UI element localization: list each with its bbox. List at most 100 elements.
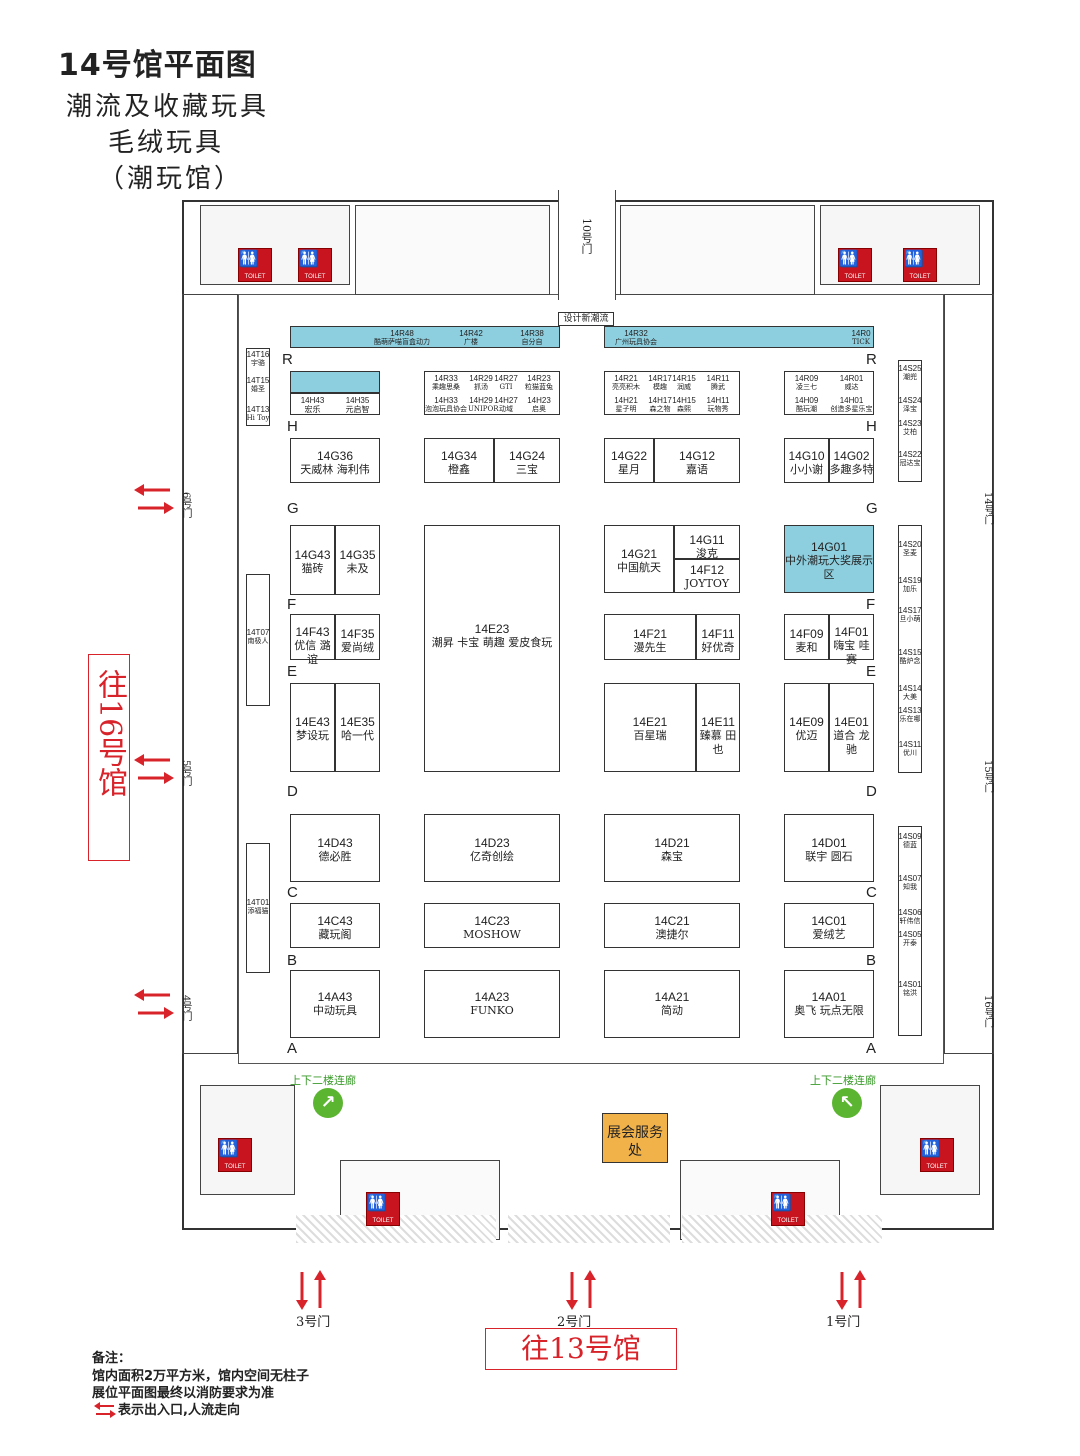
booth-14E11[interactable] <box>696 683 740 772</box>
booth-14F21[interactable] <box>604 614 696 660</box>
booth-14E21[interactable] <box>604 683 696 772</box>
booth-block-rh-right[interactable] <box>784 371 874 415</box>
booth-14G01[interactable] <box>784 525 874 593</box>
booth-14C21[interactable] <box>604 903 740 948</box>
booth-14G02[interactable] <box>829 438 874 483</box>
booth-14E09[interactable] <box>784 683 829 772</box>
booth-block-rh-center-right[interactable] <box>604 371 740 415</box>
booth-strip-rh-left[interactable] <box>290 371 380 393</box>
booth-14A23[interactable] <box>424 970 560 1038</box>
booth-strip-s-upper[interactable] <box>898 360 922 482</box>
booth-14T01[interactable] <box>246 843 270 973</box>
booth-14G12[interactable] <box>654 438 740 483</box>
booth-14G21[interactable] <box>604 525 674 593</box>
booth-strip-s-lower[interactable] <box>898 826 922 1036</box>
booth-14E01[interactable] <box>829 683 874 772</box>
booth-14G35[interactable] <box>335 525 380 595</box>
booth-14H43-14H35[interactable] <box>290 393 380 415</box>
booth-14T07[interactable] <box>246 574 270 706</box>
booth-14G11[interactable] <box>674 525 740 559</box>
booth-14F09[interactable] <box>784 614 829 660</box>
escalator-icon[interactable]: ↖ <box>832 1088 862 1118</box>
booth-strip-t-upper[interactable] <box>246 348 270 426</box>
service-desk[interactable]: 展会服务处 <box>602 1113 668 1163</box>
booth-14C43[interactable] <box>290 903 380 948</box>
booth-14G10[interactable] <box>784 438 829 483</box>
booth-14D23[interactable] <box>424 814 560 882</box>
booth-14A43[interactable] <box>290 970 380 1038</box>
booth-strip-r-right[interactable] <box>604 326 874 348</box>
booth-14G43[interactable] <box>290 525 335 595</box>
booth-14F43[interactable] <box>290 614 335 660</box>
booth-strip-r-left[interactable] <box>290 326 560 348</box>
booth-14D01[interactable] <box>784 814 874 882</box>
booth-14C01[interactable] <box>784 903 874 948</box>
booth-14D43[interactable] <box>290 814 380 882</box>
escalator-icon[interactable]: ↗ <box>313 1088 343 1118</box>
booth-block-rh-center-left[interactable] <box>424 371 560 415</box>
booth-14E43[interactable] <box>290 683 335 772</box>
booth-14F35[interactable] <box>335 614 380 660</box>
booth-14A21[interactable] <box>604 970 740 1038</box>
booth-14A01[interactable] <box>784 970 874 1038</box>
booth-14F01[interactable] <box>829 614 874 660</box>
booth-strip-s-mid[interactable] <box>898 525 922 773</box>
booth-14E23[interactable] <box>424 525 560 772</box>
booth-14G24[interactable] <box>494 438 560 483</box>
booth-14G34[interactable] <box>424 438 494 483</box>
booth-14E35[interactable] <box>335 683 380 772</box>
booth-14G36[interactable] <box>290 438 380 483</box>
booth-14D21[interactable] <box>604 814 740 882</box>
booth-14G22[interactable] <box>604 438 654 483</box>
booth-14F12[interactable] <box>674 559 740 593</box>
booth-14F11[interactable] <box>696 614 740 660</box>
booth-14C23[interactable] <box>424 903 560 948</box>
